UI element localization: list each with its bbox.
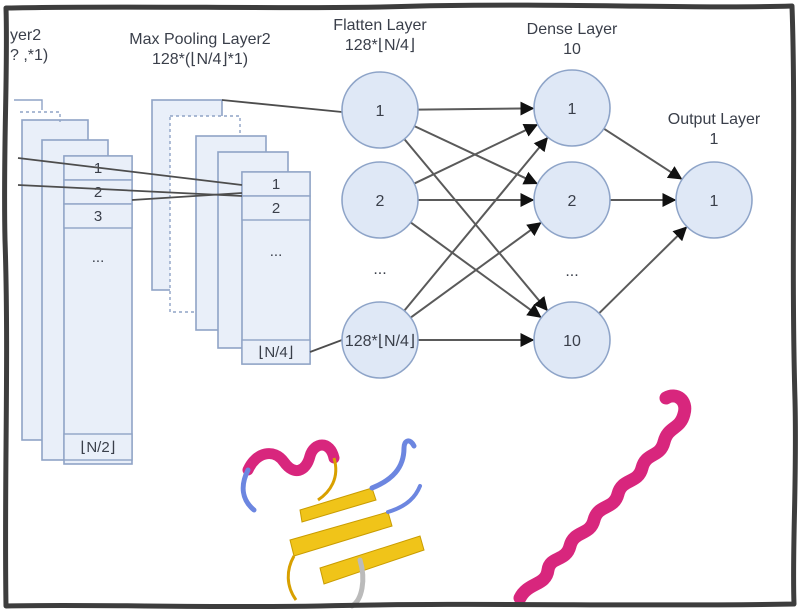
flatten-ellipsis: ... (373, 261, 386, 278)
helix-protein-icon (513, 389, 692, 605)
flatten-node-last-label: 128*⌊N/4⌋ (345, 333, 415, 350)
edge-flatten-2-dense-1 (410, 222, 542, 319)
conv-layer-subtitle: ? ,*1) (10, 47, 48, 64)
flatten-layer-nodes: 1 2 128*⌊N/4⌋ ... (341, 71, 419, 379)
conv-cell-3: 3 (94, 208, 102, 225)
output-node-1 (675, 161, 753, 239)
flatten-layer-title: Flatten Layer (333, 17, 427, 34)
edge-flatten-2-dense-0 (403, 136, 549, 312)
dense-ellipsis: ... (565, 263, 578, 280)
output-layer-nodes: 1 (675, 161, 753, 239)
dense-node-10-label: 10 (563, 333, 581, 350)
pool-cell-ellipsis: ... (270, 243, 283, 260)
dense-connections (403, 101, 688, 347)
dense-node-10 (533, 301, 611, 379)
output-layer-subtitle: 1 (710, 131, 719, 148)
dense-node-2 (533, 161, 611, 239)
flatten-layer-subtitle: 128*⌊N/4⌋ (345, 37, 415, 54)
conv-layer-stack: 1 2 3 ... ⌊N/2⌋ (14, 99, 133, 465)
conv-to-pool-connectors (17, 157, 243, 201)
edge-dense-2-output-0 (598, 226, 688, 315)
pool-to-flatten-connectors (221, 99, 343, 353)
dense-node-1-label: 1 (568, 101, 577, 118)
pool-cell-1: 1 (272, 176, 280, 193)
pool-cell-2: 2 (272, 200, 280, 217)
conv-cell-ellipsis: ... (92, 249, 105, 266)
flatten-node-2 (341, 161, 419, 239)
conv-cell-2: 2 (94, 184, 102, 201)
dense-layer-title: Dense Layer (527, 21, 618, 38)
pool-cell-last: ⌊N/4⌋ (258, 344, 293, 361)
dense-layer-subtitle: 10 (563, 41, 581, 58)
output-layer-title: Output Layer (668, 111, 761, 128)
dense-node-1 (533, 69, 611, 147)
flatten-node-1 (341, 71, 419, 149)
conv-cell-last: ⌊N/2⌋ (80, 439, 115, 456)
pool-layer-subtitle: 128*(⌊N/4⌋*1) (152, 51, 248, 68)
edge-dense-0-output-0 (603, 127, 683, 180)
dense-node-2-label: 2 (568, 193, 577, 210)
flatten-node-last (341, 301, 419, 379)
flatten-node-1-label: 1 (376, 103, 385, 120)
conv-layer-title: yer2 (10, 27, 41, 44)
edge-flatten-1-dense-0 (413, 123, 539, 185)
flatten-node-2-label: 2 (376, 193, 385, 210)
pool-layer-title: Max Pooling Layer2 (129, 31, 271, 48)
helix-sheet-protein-icon (240, 438, 425, 609)
output-node-1-label: 1 (710, 193, 719, 210)
dense-layer-nodes: 1 2 10 ... (533, 69, 611, 379)
edge-flatten-0-dense-0 (417, 101, 535, 116)
pool-layer-stack: 1 2 ... ⌊N/4⌋ (151, 99, 311, 365)
